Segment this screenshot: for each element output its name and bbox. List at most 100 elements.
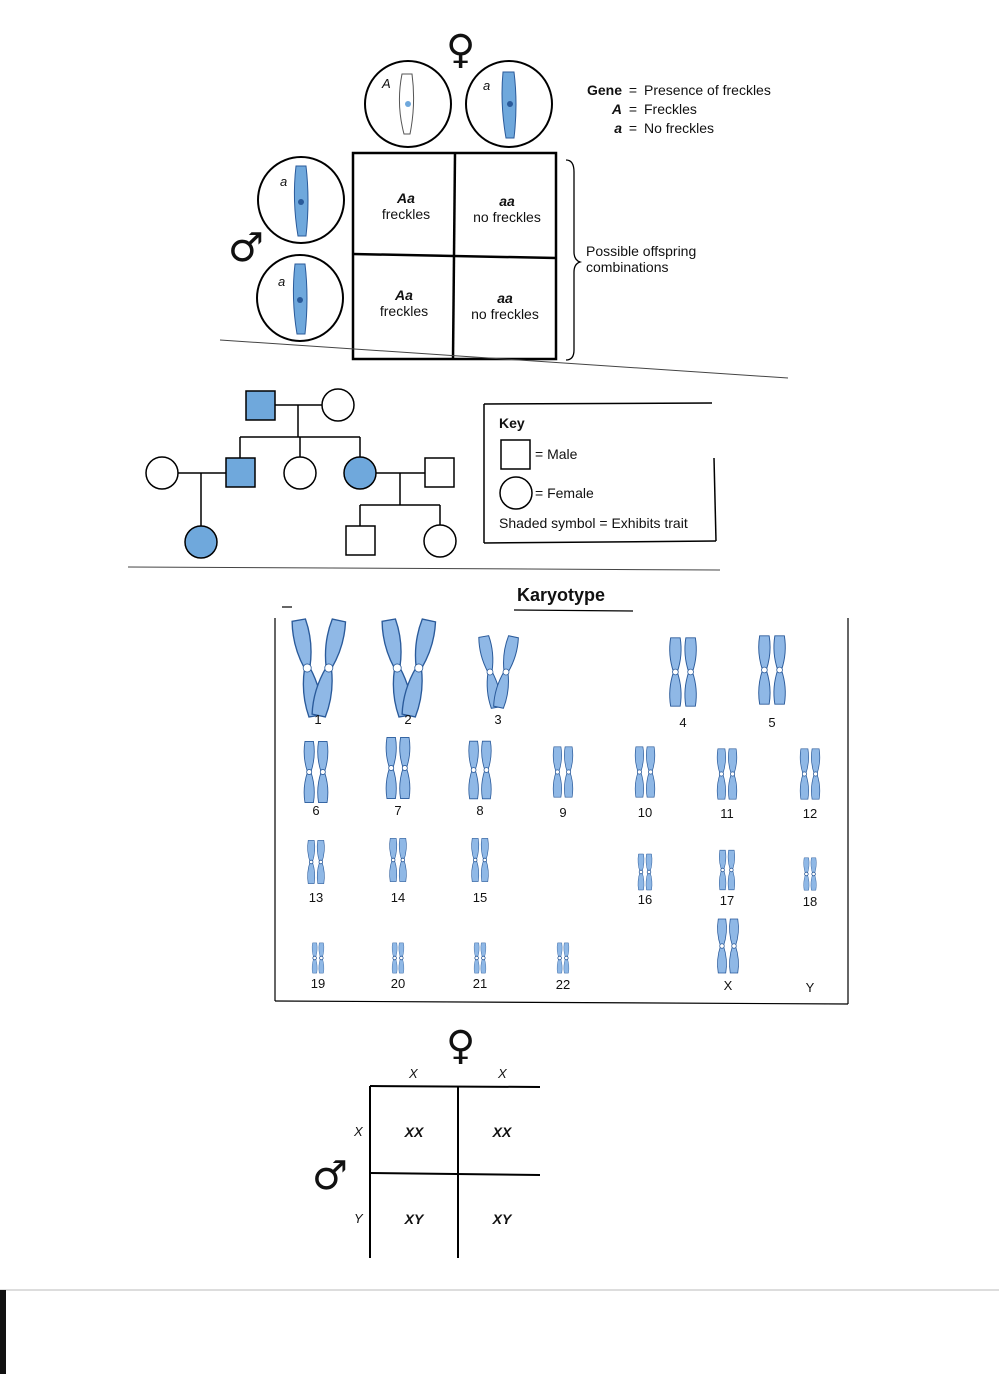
- allele-key: A: [611, 101, 622, 117]
- scan-edge-bar: [0, 1290, 6, 1374]
- sex-cell-2: XX: [492, 1124, 512, 1140]
- allele-desc: No freckles: [644, 120, 715, 136]
- gene-desc: Presence of freckles: [644, 82, 771, 98]
- pedigree-chart: [145, 388, 457, 559]
- male-sex-allele-1: X: [354, 1124, 363, 1139]
- allele-A-legend-row: A=Freckles: [586, 101, 697, 117]
- chromosome-pair-21: [473, 942, 487, 974]
- chromosome-label-3: 3: [494, 712, 502, 727]
- chromosome-label-14: 14: [390, 890, 406, 905]
- female-sex-allele-2: X: [498, 1066, 507, 1081]
- centromere: [324, 663, 334, 673]
- chromosome-label-12: 12: [802, 806, 818, 821]
- chromosome-label-4: 4: [679, 715, 687, 730]
- chromosome-label-15: 15: [472, 890, 488, 905]
- sex-cell-1: XX: [404, 1124, 424, 1140]
- offspring-brace: [565, 159, 583, 361]
- male-sex-allele-2: Y: [354, 1211, 363, 1226]
- chromosome-pair-12: [799, 748, 821, 800]
- chromosome-label-8: 8: [476, 803, 484, 818]
- chromosome-pair-20: [391, 942, 405, 974]
- karyotype-title: Karyotype: [517, 585, 606, 605]
- offspring-label: Possible offspring combinations: [586, 243, 697, 275]
- chromosome-pair-X: [717, 918, 739, 974]
- centromere: [470, 767, 477, 773]
- chromosome-pair-3: [478, 635, 519, 709]
- chromosome-pair-17: [719, 849, 735, 891]
- female-symbol: ♀: [446, 27, 476, 73]
- female-allele-2: a: [483, 78, 491, 93]
- centromere: [719, 943, 725, 949]
- chromosome-pair-2: [381, 618, 437, 718]
- centromere: [687, 668, 694, 676]
- chromosome-label-11: 11: [720, 806, 734, 821]
- female-symbol-2: ♀: [446, 1023, 476, 1069]
- equals: =: [628, 101, 638, 117]
- chromosome-label-X: X: [723, 978, 733, 993]
- chromosome-label-Y: Y: [805, 980, 815, 995]
- chromosome-label-5: 5: [768, 715, 776, 730]
- centromere: [566, 769, 572, 775]
- chromosome-label-6: 6: [312, 803, 320, 818]
- chromosome-label-20: 20: [390, 976, 406, 991]
- male-symbol-2: ♂: [312, 1153, 348, 1199]
- equals: =: [628, 120, 638, 136]
- chromosome-pair-19: [311, 942, 325, 974]
- key-female-label: = Female: [535, 485, 594, 501]
- chromosome-label-1: 1: [314, 712, 322, 727]
- sex-punnett-grid: [369, 1085, 541, 1258]
- centromere: [646, 869, 652, 875]
- chromosome-pair-5: [758, 635, 786, 705]
- male-gamete-a-circle-2: [256, 254, 344, 342]
- chromosome-pair-22: [556, 942, 570, 974]
- centromere: [720, 867, 725, 873]
- section-divider-2: [127, 566, 721, 571]
- pedigree-key-box: [483, 402, 717, 544]
- centromere: [718, 771, 724, 777]
- chromosome-pair-10: [634, 746, 656, 798]
- punnett-cell-1: Aa freckles: [360, 190, 452, 222]
- centromere: [309, 859, 314, 865]
- centromere: [391, 857, 396, 863]
- chromosome-label-18: 18: [802, 894, 818, 909]
- centromere: [483, 767, 490, 773]
- chromosome-label-19: 19: [310, 976, 326, 991]
- genotype: aa: [499, 193, 515, 209]
- chromosome-pair-4: [669, 637, 697, 707]
- chromosome-pair-14: [389, 838, 407, 882]
- chromosome-label-9: 9: [559, 805, 567, 820]
- centromere: [401, 765, 408, 771]
- key-male-label: = Male: [535, 446, 578, 462]
- phenotype: freckles: [379, 303, 429, 319]
- key-shaded-label: Shaded symbol = Exhibits trait: [499, 515, 688, 531]
- centromere: [730, 771, 736, 777]
- chromosome-label-2: 2: [404, 712, 412, 727]
- centromere: [473, 857, 478, 863]
- chromosome-label-22: 22: [555, 977, 571, 992]
- male-allele-2: a: [278, 274, 286, 289]
- genotype: Aa: [395, 287, 413, 303]
- gene-key: Gene: [586, 82, 622, 98]
- punnett-grid: [351, 151, 558, 361]
- chromosome-pair-7: [385, 736, 411, 800]
- section-divider-1: [219, 339, 789, 379]
- allele-a-legend-row: a = No freckles: [586, 120, 714, 136]
- punnett-cell-3: Aa freckles: [358, 287, 450, 319]
- punnett-cell-4: aa no freckles: [455, 290, 555, 322]
- chromosome-label-7: 7: [394, 803, 402, 818]
- sex-cell-3: XY: [404, 1211, 424, 1227]
- chromosome-pair-13: [307, 840, 325, 884]
- allele-key: a: [614, 120, 622, 136]
- centromere: [319, 955, 324, 961]
- centromere: [319, 769, 326, 775]
- chromosome-label-10: 10: [637, 805, 653, 820]
- centromere: [761, 666, 768, 674]
- punnett-cell-2: aa no freckles: [457, 193, 557, 225]
- genotype: aa: [497, 290, 513, 306]
- centromere: [414, 663, 424, 673]
- male-allele-1: a: [280, 174, 288, 189]
- male-gamete-a-circle-1: [257, 156, 345, 244]
- centromere: [672, 668, 679, 676]
- centromere: [636, 769, 642, 775]
